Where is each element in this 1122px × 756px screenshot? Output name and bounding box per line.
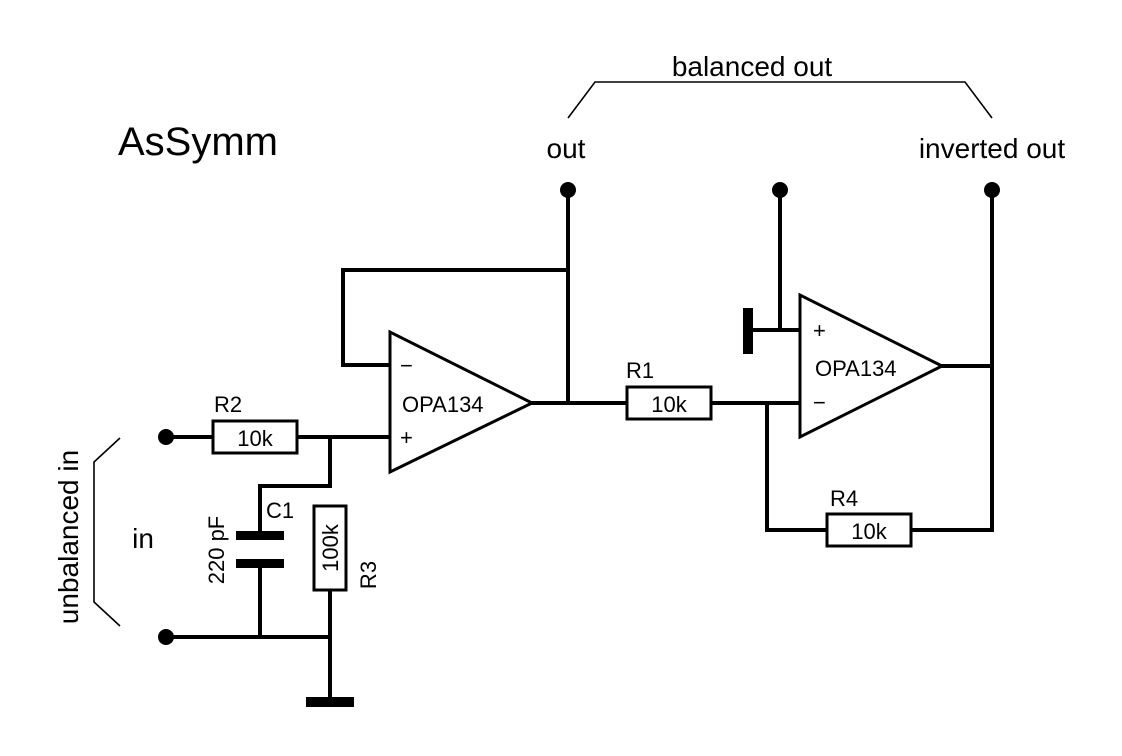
resistor-r3-ref: R3 bbox=[356, 561, 381, 589]
resistor-r4-value: 10k bbox=[851, 519, 887, 544]
resistor-r4: 10k R4 bbox=[825, 486, 913, 548]
unbalanced-in-bracket bbox=[93, 437, 121, 627]
resistor-r1-value: 10k bbox=[651, 392, 687, 417]
opamp-u2: + − OPA134 bbox=[798, 292, 946, 440]
resistor-r2-ref: R2 bbox=[214, 392, 242, 417]
resistor-r2-value: 10k bbox=[237, 426, 273, 451]
opamp-u1: − + OPA134 bbox=[388, 329, 536, 475]
in-ground-terminal bbox=[158, 629, 174, 645]
opamp-u2-part: OPA134 bbox=[815, 356, 897, 381]
diagram-title: AsSymm bbox=[118, 120, 278, 164]
resistor-r4-ref: R4 bbox=[830, 486, 858, 511]
ground-symbol-input bbox=[306, 697, 354, 707]
resistor-r3-value: 100k bbox=[318, 523, 343, 572]
wires bbox=[164, 188, 994, 702]
opamp-u2-plus: + bbox=[813, 318, 826, 343]
opamp-u2-minus: − bbox=[813, 390, 826, 415]
resistor-r1: 10k R1 bbox=[625, 358, 713, 421]
opamp-u1-plus: + bbox=[400, 425, 413, 450]
resistor-r2: 10k R2 bbox=[211, 392, 299, 455]
inverted-out-terminal bbox=[984, 182, 1000, 198]
out-label: out bbox=[547, 133, 586, 164]
resistor-r1-ref: R1 bbox=[626, 358, 654, 383]
ground-symbol-u2 bbox=[743, 308, 753, 354]
opamp-u1-part: OPA134 bbox=[402, 392, 484, 417]
capacitor-c1-value: 220 pF bbox=[204, 516, 229, 585]
opamp-u1-minus: − bbox=[400, 353, 413, 378]
capacitor-c1: C1 220 pF bbox=[204, 498, 294, 584]
capacitor-c1-ref: C1 bbox=[266, 498, 294, 523]
resistor-r3: 100k R3 bbox=[312, 504, 381, 592]
inverted-out-label: inverted out bbox=[919, 133, 1066, 164]
in-label: in bbox=[132, 523, 154, 554]
balanced-out-label: balanced out bbox=[672, 51, 833, 82]
out-terminal bbox=[560, 182, 576, 198]
unbalanced-in-label: unbalanced in bbox=[53, 450, 84, 624]
balanced-out-bracket bbox=[567, 81, 993, 119]
reference-terminal bbox=[772, 182, 788, 198]
in-hot-terminal bbox=[158, 429, 174, 445]
